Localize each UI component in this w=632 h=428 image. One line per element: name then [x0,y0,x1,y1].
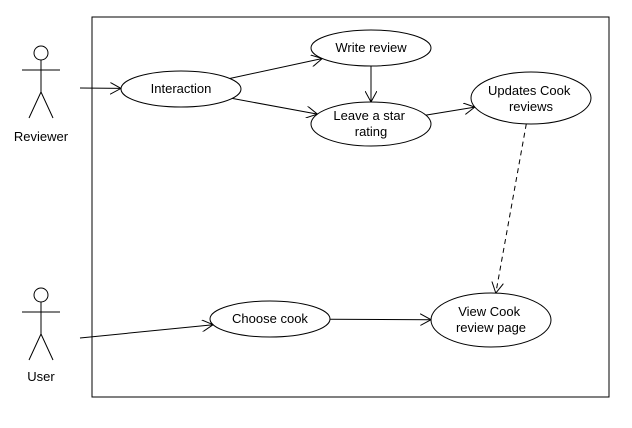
use-case-shape [310,29,432,67]
actor-head [33,45,49,61]
edge-updates-cook-reviews-to-view-cook-review-page [496,123,527,293]
use-case-label-line: rating [355,124,388,139]
use-case-label-line: View Cook [458,304,520,319]
edge-interaction-to-write-review [229,59,323,79]
use-case-label: Choose cook [232,311,308,326]
use-case-choose-cook[interactable]: Choose cook [209,300,331,338]
use-case-label-line: Leave a star [333,108,405,123]
actor-right-leg [40,333,54,361]
use-case-label-line: reviews [509,99,554,114]
use-case-label-line: Updates Cook [488,83,571,98]
actor-reviewer[interactable] [22,45,60,119]
use-case-updates-cook-reviews[interactable]: Updates Cook reviews [470,71,592,125]
actor-head [33,287,49,303]
use-case-shape [430,292,552,348]
use-case-label-line: Interaction [151,81,212,96]
actor-label-reviewer: Reviewer [14,129,69,144]
use-case-label: Leave a star rating [333,108,408,139]
use-case-shape [470,71,592,125]
edge-user-to-choose-cook [79,325,213,339]
use-case-label-line: Write review [335,40,407,55]
use-case-label: Write review [335,40,407,55]
use-case-leave-star-rating[interactable]: Leave a star rating [310,101,432,147]
edge-interaction-to-leave-star-rating [232,97,317,114]
use-case-label-line: Choose cook [232,311,308,326]
use-case-label: Updates Cook reviews [488,83,574,114]
use-case-label-line: review page [456,320,526,335]
use-case-view-cook-review-page[interactable]: View Cook review page [430,292,552,348]
use-case-label: View Cook review page [456,304,526,335]
actor-left-leg [28,333,42,361]
actor-label-user: User [27,369,55,384]
actor-user[interactable] [22,287,60,361]
use-case-shape [209,300,331,338]
use-case-shape [120,70,242,108]
relationships-layer [79,59,527,339]
edge-leave-star-rating-to-updates-cook-reviews [425,107,475,116]
actor-left-leg [28,91,42,119]
use-case-interaction[interactable]: Interaction [120,70,242,108]
use-case-write-review[interactable]: Write review [310,29,432,67]
actor-right-leg [40,91,54,119]
use-case-label: Interaction [151,81,212,96]
use-case-shape [310,101,432,147]
